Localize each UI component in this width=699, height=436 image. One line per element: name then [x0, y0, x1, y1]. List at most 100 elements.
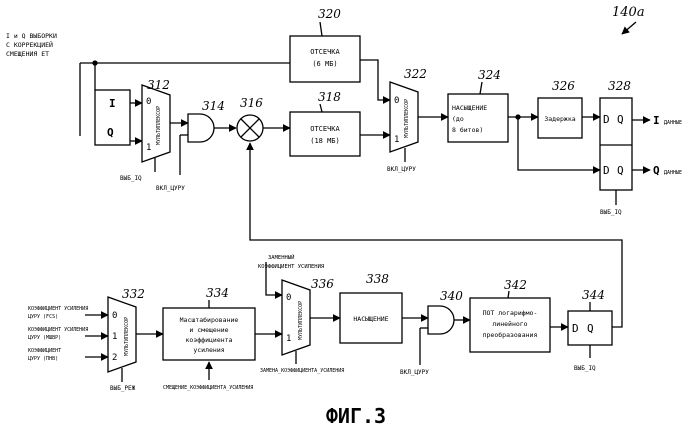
svg-text:326: 326 [552, 79, 575, 93]
figure-caption: ФИГ.3 [326, 404, 386, 428]
svg-text:С КОРРЕКЦИЕЙ: С КОРРЕКЦИЕЙ [6, 40, 53, 49]
svg-text:ВКЛ_ЦУРУ: ВКЛ_ЦУРУ [400, 369, 429, 376]
block-320-clip-6mb: ОТСЕЧКА (6 МБ) 320 [290, 7, 360, 82]
svg-text:0: 0 [286, 293, 291, 303]
svg-text:I: I [109, 97, 116, 110]
block-324-saturation: НАСЫЩЕНИЕ (до 8 битов) 324 [448, 68, 508, 142]
svg-text:ДАННЫЕ: ДАННЫЕ [664, 120, 682, 126]
svg-text:НАСЫЩЕНИЕ: НАСЫЩЕНИЕ [353, 315, 388, 323]
svg-text:СМЕЩЕНИЯ ЕТ: СМЕЩЕНИЯ ЕТ [6, 50, 49, 58]
svg-text:1: 1 [394, 135, 399, 145]
gain-input-labels: КОЭФФИЦИЕНТ УСИЛЕНИЯ ЦУРУ (FCS) КОЭФФИЦИ… [28, 306, 88, 362]
svg-text:и смещение: и смещение [189, 326, 228, 334]
svg-text:(6 МБ): (6 МБ) [312, 60, 337, 68]
wires-to-mux-322 [360, 60, 390, 135]
svg-text:338: 338 [366, 272, 389, 286]
wires-to-mux-336 [255, 262, 282, 334]
gain-input-wires [85, 315, 108, 357]
mux-336: 0 1 МУЛЬТИПЛЕКСОР 336 ЗАМЕНА_КОЭФФИЦИЕНТ… [260, 277, 344, 374]
svg-text:1: 1 [112, 332, 117, 342]
svg-text:D: D [603, 164, 610, 177]
svg-text:Q: Q [587, 322, 594, 335]
svg-text:316: 316 [240, 96, 263, 110]
svg-text:312: 312 [147, 78, 170, 92]
svg-text:ЦУРУ (FCS): ЦУРУ (FCS) [28, 314, 58, 320]
svg-text:КОЭФФИЦИЕНТ УСИЛЕНИЯ: КОЭФФИЦИЕНТ УСИЛЕНИЯ [258, 264, 325, 270]
svg-text:преобразования: преобразования [483, 331, 538, 339]
svg-text:D: D [572, 322, 579, 335]
svg-text:342: 342 [504, 278, 527, 292]
output-i-data: I ДАННЫЕ [632, 114, 682, 127]
svg-text:ЗАМЕНА_КОЭФФИЦИЕНТА_УСИЛЕНИЯ: ЗАМЕНА_КОЭФФИЦИЕНТА_УСИЛЕНИЯ [260, 368, 344, 374]
svg-text:ЗАМЕННЫЙ: ЗАМЕННЫЙ [268, 254, 295, 261]
block-334-scale-offset: Масштабирование и смещение коэффициента … [163, 286, 255, 391]
svg-text:(18 МБ): (18 МБ) [310, 137, 340, 145]
svg-text:линейного: линейного [492, 320, 527, 328]
flip-flop-344: D Q 344 ВЫБ_IQ [568, 288, 612, 372]
multiplier-316: 316 [237, 96, 263, 141]
svg-text:усиления: усиления [193, 346, 224, 354]
output-q-data: Q ДАННЫЕ [632, 164, 682, 177]
svg-text:ВЫБ_IQ: ВЫБ_IQ [120, 175, 142, 182]
svg-text:ВКЛ_ЦУРУ: ВКЛ_ЦУРУ [156, 185, 185, 192]
svg-text:334: 334 [206, 286, 229, 300]
svg-text:МУЛЬТИПЛЕКСОР: МУЛЬТИПЛЕКСОР [156, 106, 162, 145]
svg-text:(до: (до [452, 115, 464, 123]
svg-text:Q: Q [617, 113, 624, 126]
flip-flop-328: D Q D Q 328 ВЫБ_IQ [600, 79, 632, 216]
svg-text:Задержка: Задержка [544, 115, 575, 123]
svg-text:I и Q ВЫБОРКИ: I и Q ВЫБОРКИ [6, 32, 57, 40]
svg-text:ДАННЫЕ: ДАННЫЕ [664, 170, 682, 176]
svg-text:320: 320 [318, 7, 341, 21]
svg-text:0: 0 [112, 311, 117, 321]
svg-text:328: 328 [608, 79, 631, 93]
figure-id: 140a [612, 5, 645, 34]
svg-text:ПОТ логарифмо-: ПОТ логарифмо- [483, 309, 538, 317]
block-338-saturation: НАСЫЩЕНИЕ 338 [340, 272, 402, 343]
mux-332: 0 1 2 МУЛЬТИПЛЕКСОР 332 ВЫБ_РЕЖ [108, 287, 145, 392]
svg-text:ОТСЕЧКА: ОТСЕЧКА [310, 48, 340, 56]
svg-text:2: 2 [112, 353, 117, 363]
svg-text:МУЛЬТИПЛЕКСОР: МУЛЬТИПЛЕКСОР [298, 301, 304, 340]
block-326-delay: Задержка 326 [538, 79, 582, 138]
svg-text:Q: Q [107, 126, 114, 139]
svg-text:ОТСЕЧКА: ОТСЕЧКА [310, 125, 340, 133]
svg-text:140a: 140a [612, 5, 645, 20]
svg-text:СМЕЩЕНИЕ_КОЭФФИЦИЕНТА_УСИЛЕНИЯ: СМЕЩЕНИЕ_КОЭФФИЦИЕНТА_УСИЛЕНИЯ [163, 385, 253, 391]
svg-text:ЦУРУ (ПНВ): ЦУРУ (ПНВ) [28, 356, 58, 362]
svg-text:0: 0 [146, 97, 151, 107]
block-342-log-lin-lut: ПОТ логарифмо- линейного преобразования … [470, 278, 550, 352]
and-gate-314: 314 ВКЛ_ЦУРУ [156, 99, 225, 192]
svg-text:МУЛЬТИПЛЕКСОР: МУЛЬТИПЛЕКСОР [124, 317, 130, 356]
svg-text:324: 324 [478, 68, 501, 82]
block-318-clip-18mb: ОТСЕЧКА (18 МБ) 318 [290, 90, 360, 156]
svg-text:322: 322 [404, 67, 427, 81]
svg-text:ВЫБ_IQ: ВЫБ_IQ [600, 209, 622, 216]
svg-text:КОЭФФИЦИЕНТ УСИЛЕНИЯ: КОЭФФИЦИЕНТ УСИЛЕНИЯ [28, 327, 88, 333]
svg-text:344: 344 [582, 288, 605, 302]
svg-text:Масштабирование: Масштабирование [180, 316, 239, 324]
svg-text:КОЭФФИЦИЕНТ УСИЛЕНИЯ: КОЭФФИЦИЕНТ УСИЛЕНИЯ [28, 306, 88, 312]
svg-text:коэффициента: коэффициента [186, 336, 233, 344]
svg-text:340: 340 [440, 289, 463, 303]
svg-text:0: 0 [394, 96, 399, 106]
svg-text:КОЭФФИЦИЕНТ: КОЭФФИЦИЕНТ [28, 348, 61, 354]
svg-text:D: D [603, 113, 610, 126]
svg-text:332: 332 [122, 287, 145, 301]
mux-322: 0 1 МУЛЬТИПЛЕКСОР 322 ВКЛ_ЦУРУ [387, 67, 427, 173]
and-gate-340: 340 ВКЛ_ЦУРУ [400, 289, 463, 376]
wires-324-out [508, 115, 600, 170]
svg-text:1: 1 [146, 143, 151, 153]
svg-text:318: 318 [318, 90, 341, 104]
replacement-gain-label: ЗАМЕННЫЙ КОЭФФИЦИЕНТ УСИЛЕНИЯ [258, 254, 325, 270]
svg-text:Q: Q [653, 164, 660, 177]
mux-312: 0 1 МУЛЬТИПЛЕКСОР 312 ВЫБ_IQ [120, 78, 170, 182]
svg-text:336: 336 [311, 277, 334, 291]
svg-text:МУЛЬТИПЛЕКСОР: МУЛЬТИПЛЕКСОР [404, 99, 410, 138]
svg-text:1: 1 [286, 334, 291, 344]
svg-text:ВЫБ_IQ: ВЫБ_IQ [574, 365, 596, 372]
svg-text:Q: Q [617, 164, 624, 177]
svg-text:314: 314 [202, 99, 225, 113]
svg-text:НАСЫЩЕНИЕ: НАСЫЩЕНИЕ [452, 104, 487, 112]
